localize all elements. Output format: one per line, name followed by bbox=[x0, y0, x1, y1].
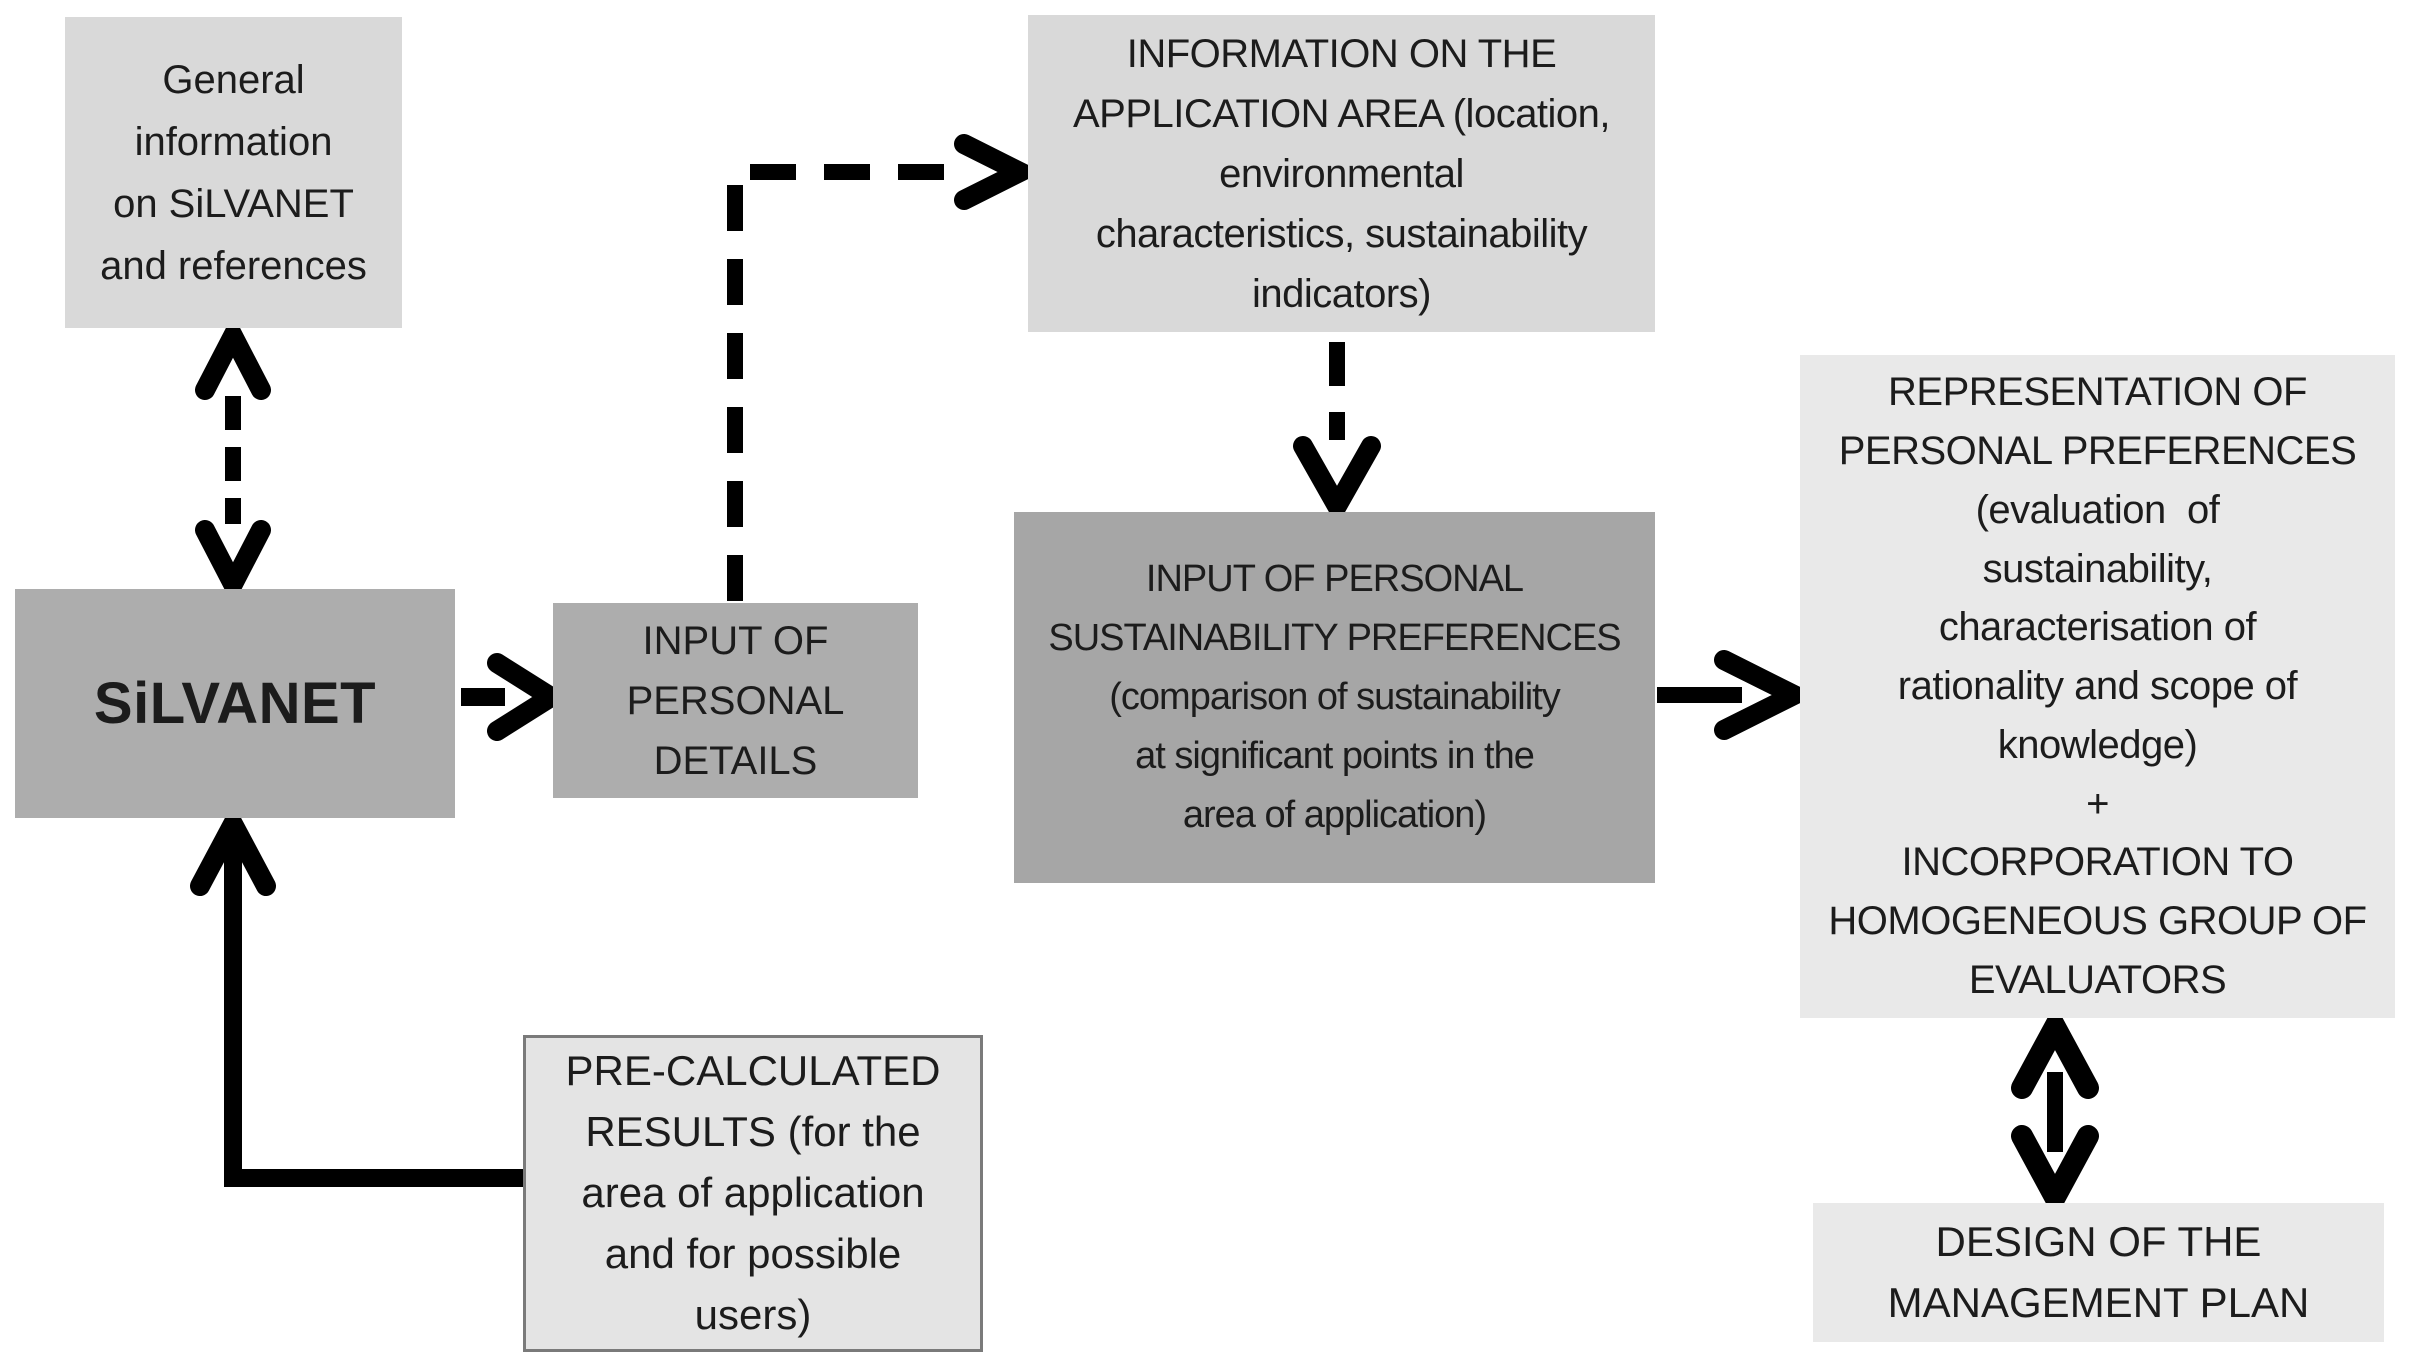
arrow-general-info-silvanet bbox=[195, 314, 271, 606]
box-information-application-area: INFORMATION ON THE APPLICATION AREA (loc… bbox=[1028, 15, 1655, 332]
arrowhead-up-icon bbox=[195, 314, 271, 400]
box-general-info: General information on SiLVANET and refe… bbox=[65, 17, 402, 328]
arrowhead-down-icon bbox=[1293, 436, 1381, 527]
box-input-sustainability-preferences: INPUT OF PERSONAL SUSTAINABILITY PREFERE… bbox=[1014, 512, 1655, 883]
arrowhead-down-icon bbox=[2011, 1125, 2099, 1221]
box-silvanet: SiLVANET bbox=[15, 589, 455, 818]
arrow-precalculated-results-to-silvanet bbox=[190, 802, 523, 1187]
box-representation-personal-preferences: REPRESENTATION OF PERSONAL PREFERENCES (… bbox=[1800, 355, 2395, 1018]
box-precalculated-results: PRE-CALCULATED RESULTS (for the area of … bbox=[523, 1035, 983, 1352]
box-design-management-plan: DESIGN OF THE MANAGEMENT PLAN bbox=[1813, 1203, 2384, 1342]
arrow-silvanet-to-input-details bbox=[461, 653, 570, 741]
arrowhead-right-icon bbox=[1714, 650, 1817, 740]
arrowhead-up-icon bbox=[2011, 1003, 2099, 1099]
arrow-information-area-to-sustainability-preferences bbox=[1293, 342, 1381, 527]
arrowhead-up-icon bbox=[190, 802, 276, 896]
arrowhead-right-icon bbox=[487, 653, 570, 741]
box-input-personal-details: INPUT OF PERSONAL DETAILS bbox=[553, 603, 918, 798]
arrowhead-right-icon bbox=[954, 134, 1043, 210]
arrow-representation-design-plan bbox=[2011, 1003, 2099, 1221]
arrow-input-details-to-information-area bbox=[727, 134, 1043, 601]
arrowhead-down-icon bbox=[195, 520, 271, 606]
arrow-sustainability-preferences-to-representation bbox=[1657, 650, 1817, 740]
